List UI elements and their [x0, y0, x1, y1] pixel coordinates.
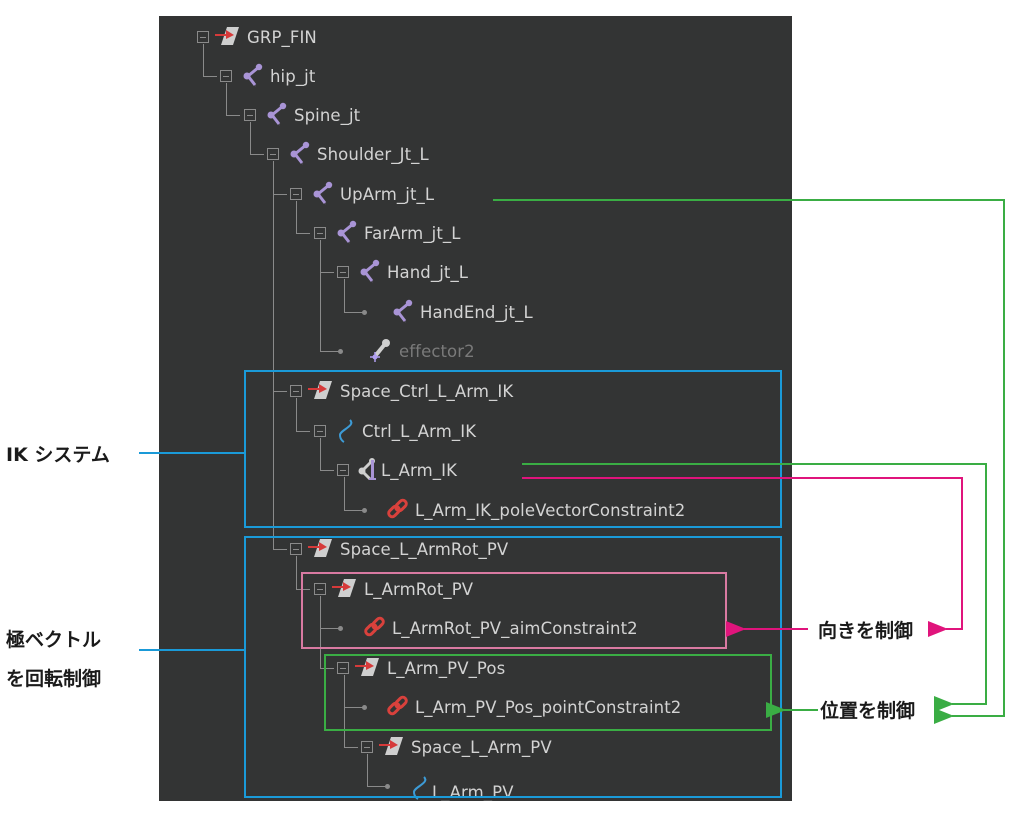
- outliner-panel: [159, 16, 792, 801]
- outliner-row[interactable]: L_Arm_PV_Pos: [337, 653, 505, 683]
- collapse-toggle-icon[interactable]: [314, 583, 326, 595]
- collapse-toggle-icon[interactable]: [361, 741, 373, 753]
- collapse-toggle-icon[interactable]: [290, 188, 302, 200]
- nurbs-curve-icon: [339, 419, 353, 443]
- node-label: L_Arm_PV_Pos: [387, 658, 506, 678]
- node-label: L_Arm_PV: [432, 782, 514, 802]
- outliner-row[interactable]: L_Arm_IK: [337, 455, 457, 485]
- node-label: Space_Ctrl_L_Arm_IK: [340, 381, 514, 401]
- node-label: L_Arm_IK_poleVectorConstraint2: [415, 500, 686, 520]
- outliner-row[interactable]: effector2: [367, 336, 475, 366]
- group-transform-icon: [355, 657, 380, 677]
- node-label: hip_jt: [270, 66, 316, 86]
- pole-vector-label-line1: 極ベクトル: [6, 629, 102, 651]
- outliner-row[interactable]: Shoulder_Jt_L: [267, 139, 429, 169]
- outliner-row[interactable]: Hand_jt_L: [337, 257, 468, 287]
- node-label: FarArm_jt_L: [364, 223, 461, 243]
- outliner-row[interactable]: L_Arm_PV: [408, 771, 514, 801]
- collapse-toggle-icon[interactable]: [267, 148, 279, 160]
- joint-icon: [336, 220, 358, 246]
- ik-effector-icon: [368, 338, 392, 364]
- joint-icon: [289, 141, 311, 167]
- ik-system-label: IK システム: [6, 444, 110, 466]
- node-label: Shoulder_Jt_L: [317, 144, 429, 164]
- collapse-toggle-icon[interactable]: [290, 543, 302, 555]
- node-label: GRP_FIN: [247, 27, 317, 47]
- outliner-row[interactable]: FarArm_jt_L: [314, 218, 461, 248]
- collapse-toggle-icon[interactable]: [197, 31, 209, 43]
- outliner-row[interactable]: hip_jt: [220, 61, 315, 91]
- joint-icon: [266, 102, 288, 128]
- joint-icon: [312, 181, 334, 207]
- node-label: effector2: [399, 341, 475, 361]
- node-label: Ctrl_L_Arm_IK: [362, 421, 477, 441]
- outliner-row[interactable]: Space_L_Arm_PV: [361, 732, 552, 762]
- node-label: Space_L_ArmRot_PV: [340, 539, 509, 559]
- node-label: L_Arm_IK: [381, 460, 458, 480]
- joint-icon: [359, 259, 381, 285]
- controls-position-label: 位置を制御: [820, 700, 916, 722]
- node-label: L_ArmRot_PV: [364, 579, 474, 599]
- node-label: L_Arm_PV_Pos_pointConstraint2: [415, 697, 682, 717]
- node-label: UpArm_jt_L: [340, 184, 435, 204]
- outliner-row[interactable]: Space_Ctrl_L_Arm_IK: [290, 376, 513, 406]
- node-label: Spine_jt: [294, 105, 361, 125]
- joint-icon: [242, 63, 264, 89]
- outliner-row[interactable]: L_ArmRot_PV: [314, 574, 473, 604]
- collapse-toggle-icon[interactable]: [290, 385, 302, 397]
- constraint-link-icon: [362, 615, 387, 638]
- group-transform-icon: [379, 736, 404, 756]
- outliner-row[interactable]: Spine_jt: [244, 100, 360, 130]
- group-transform-icon: [308, 380, 333, 400]
- joint-icon: [392, 299, 414, 325]
- controls-orientation-label: 向きを制御: [818, 620, 914, 642]
- collapse-toggle-icon[interactable]: [337, 266, 349, 278]
- outliner-row[interactable]: L_Arm_IK_poleVectorConstraint2: [385, 495, 685, 525]
- ik-handle-icon: [357, 457, 378, 482]
- node-label: HandEnd_jt_L: [420, 302, 533, 322]
- group-transform-icon: [308, 538, 333, 558]
- collapse-toggle-icon[interactable]: [244, 109, 256, 121]
- pole-vector-label-line2: を回転制御: [6, 668, 102, 690]
- outliner-row[interactable]: HandEnd_jt_L: [390, 297, 533, 327]
- group-transform-icon: [215, 26, 240, 46]
- collapse-toggle-icon[interactable]: [337, 662, 349, 674]
- node-label: L_ArmRot_PV_aimConstraint2: [392, 618, 638, 638]
- node-label: Space_L_Arm_PV: [411, 737, 552, 757]
- collapse-toggle-icon[interactable]: [337, 464, 349, 476]
- outliner-row[interactable]: L_ArmRot_PV_aimConstraint2: [362, 613, 638, 643]
- node-label: Hand_jt_L: [387, 262, 469, 282]
- collapse-toggle-icon[interactable]: [314, 227, 326, 239]
- nurbs-curve-icon: [413, 776, 427, 800]
- constraint-link-icon: [385, 694, 410, 717]
- outliner-row[interactable]: Space_L_ArmRot_PV: [290, 534, 508, 564]
- constraint-link-icon: [385, 497, 410, 520]
- outliner-row[interactable]: Ctrl_L_Arm_IK: [314, 416, 476, 446]
- outliner-row[interactable]: UpArm_jt_L: [290, 179, 434, 209]
- group-transform-icon: [332, 578, 357, 598]
- collapse-toggle-icon[interactable]: [314, 425, 326, 437]
- collapse-toggle-icon[interactable]: [220, 70, 232, 82]
- outliner-row[interactable]: L_Arm_PV_Pos_pointConstraint2: [385, 692, 681, 722]
- outliner-row[interactable]: GRP_FIN: [197, 22, 317, 52]
